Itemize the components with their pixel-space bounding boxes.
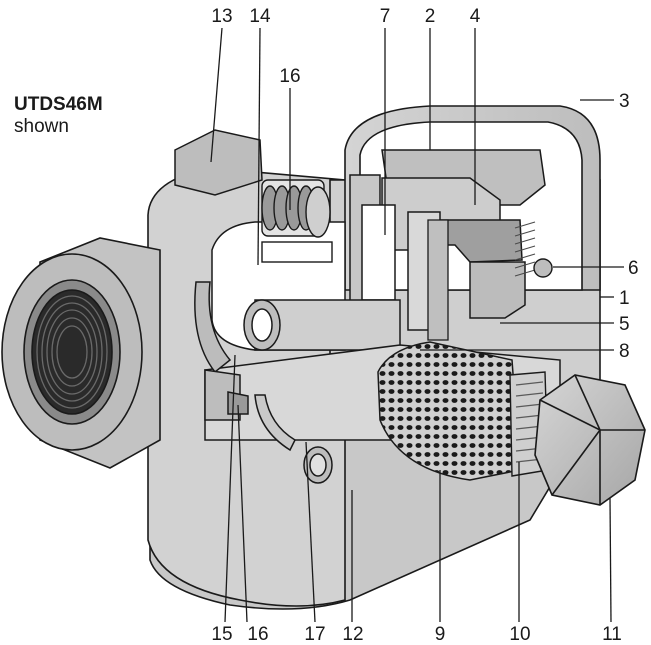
callout-10: 10 xyxy=(509,624,530,645)
locating-ball xyxy=(533,258,553,278)
callout-7: 7 xyxy=(380,6,391,27)
spring-assembly xyxy=(261,179,333,263)
strainer-cap-hex xyxy=(534,374,646,506)
body-hex-boss xyxy=(174,129,263,196)
callout-14: 14 xyxy=(249,6,271,27)
callout-labels: 13 14 16 7 2 4 3 6 1 5 8 15 16 17 12 9 1… xyxy=(211,6,638,645)
callout-15: 15 xyxy=(211,624,232,645)
callout-6: 6 xyxy=(628,258,639,279)
leader-lines xyxy=(210,27,624,623)
callout-1: 1 xyxy=(619,288,630,309)
callout-9: 9 xyxy=(435,624,446,645)
callout-11: 11 xyxy=(602,624,622,645)
cap-thread xyxy=(514,221,536,277)
callout-4: 4 xyxy=(470,6,481,27)
model-caption: UTDS46M xyxy=(14,94,103,115)
body-plug xyxy=(303,446,333,484)
inlet-connection xyxy=(1,237,161,469)
callout-3: 3 xyxy=(619,91,630,112)
callout-17: 17 xyxy=(304,624,325,645)
callout-12: 12 xyxy=(342,624,363,645)
callout-13: 13 xyxy=(211,6,232,27)
callout-2: 2 xyxy=(425,6,436,27)
strainer-screen xyxy=(377,341,521,481)
callout-16-bottom: 16 xyxy=(247,624,268,645)
callout-8: 8 xyxy=(619,341,630,362)
callout-5: 5 xyxy=(619,314,630,335)
callout-16-top: 16 xyxy=(279,66,300,87)
model-caption-note: shown xyxy=(14,116,69,137)
seat-passage xyxy=(427,219,449,341)
